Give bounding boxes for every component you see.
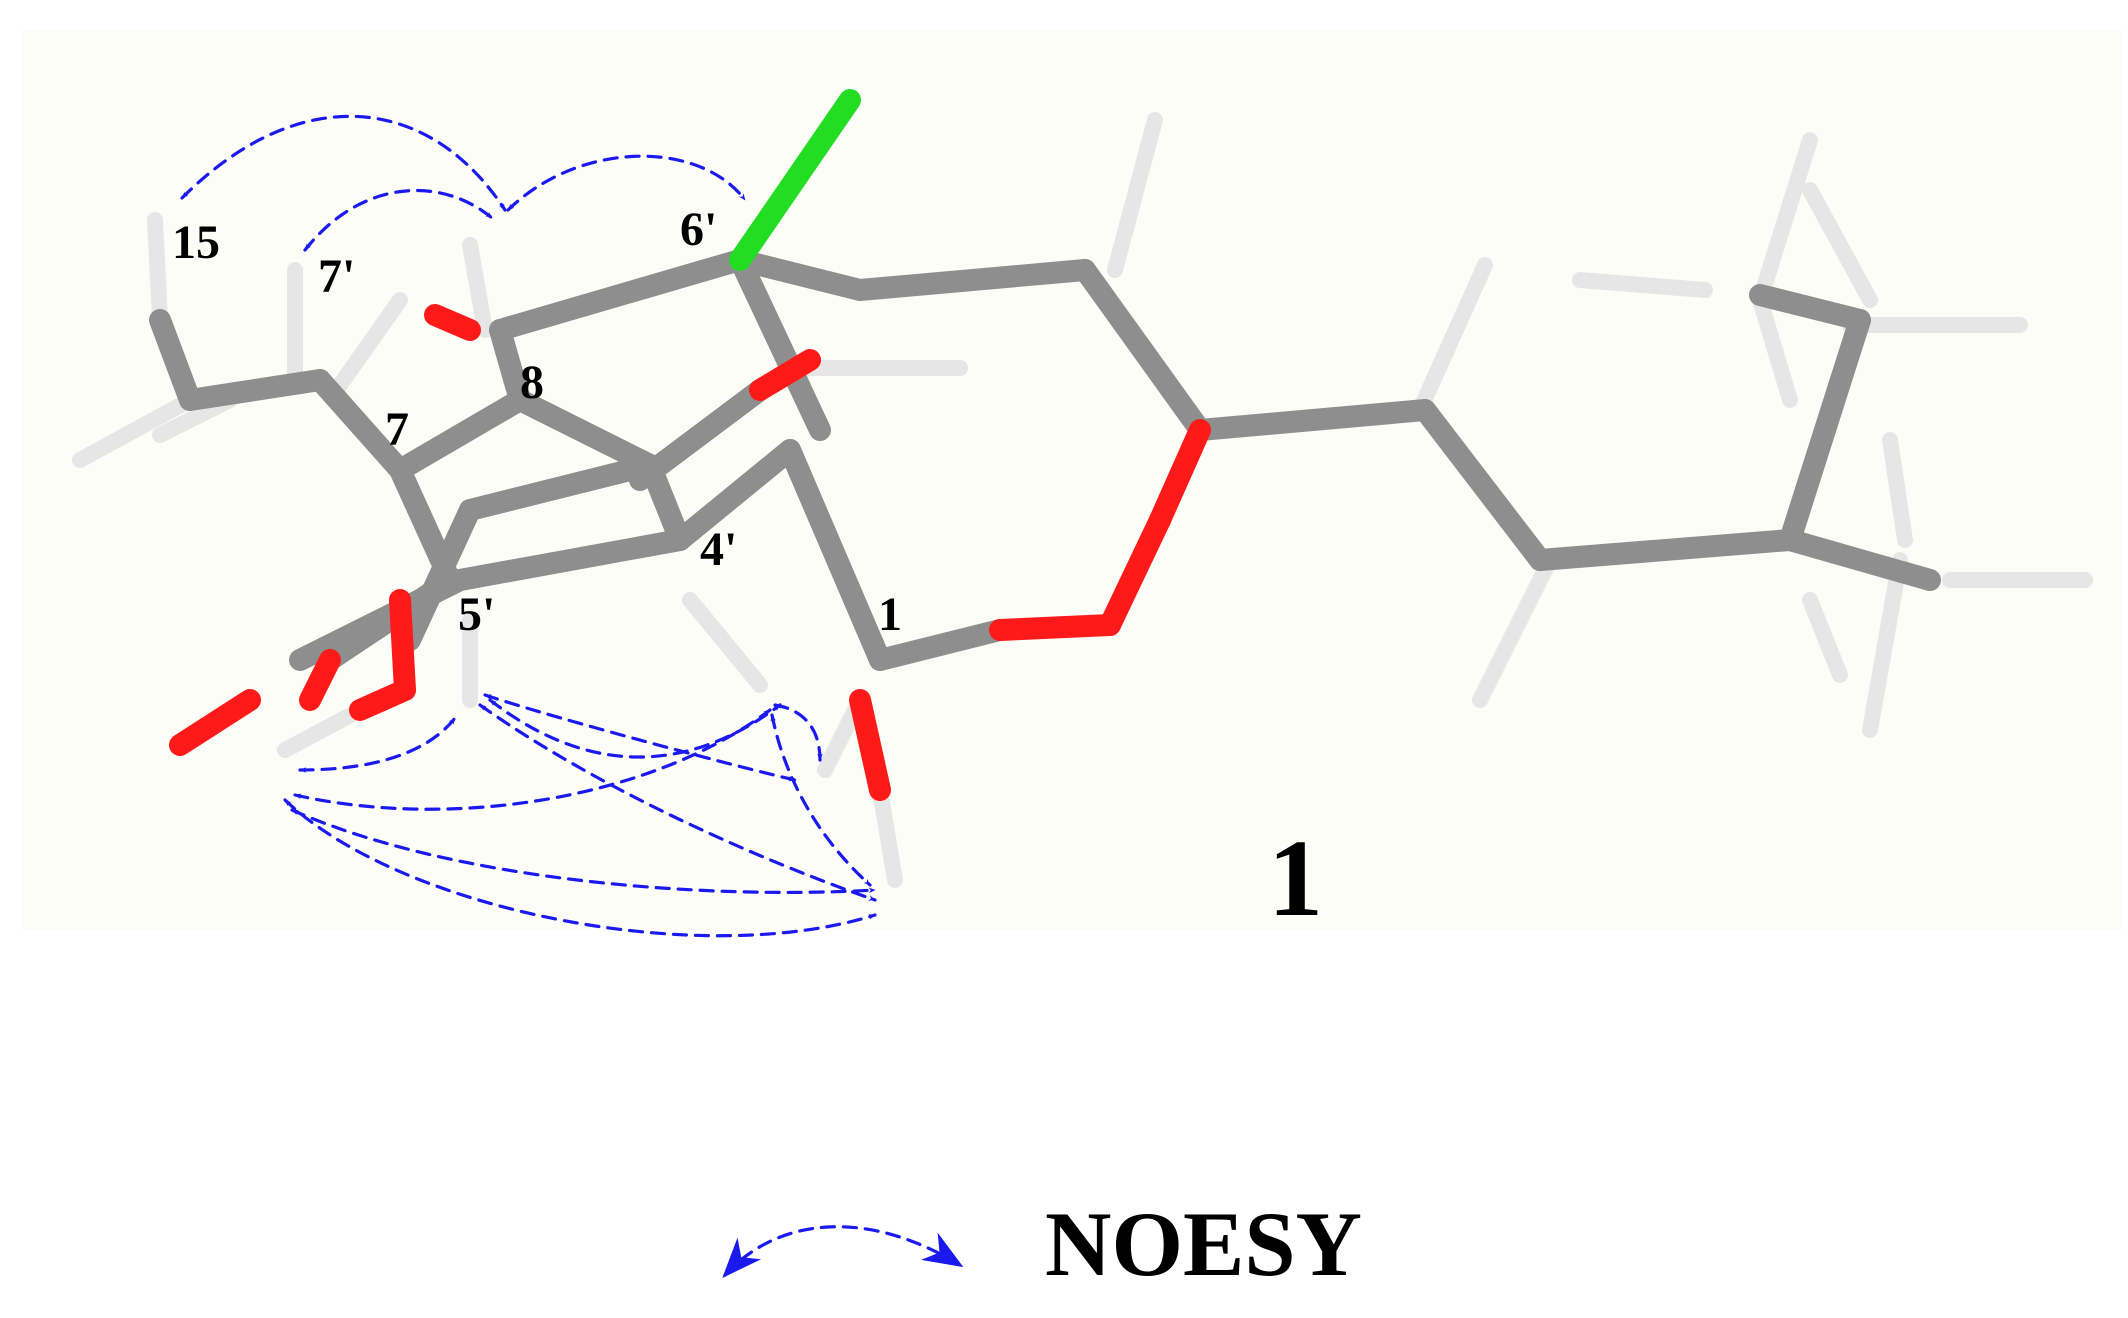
noe-arrow-15-to-8h	[180, 114, 507, 212]
chlorine-bond	[729, 89, 861, 271]
atom-label-7: 7	[385, 403, 409, 456]
atom-label-4-prime: 4'	[700, 523, 737, 576]
atom-label-1: 1	[878, 588, 902, 641]
carbon-bonds	[149, 249, 1941, 671]
legend-label: NOESY	[1045, 1193, 1362, 1295]
atom-labels: 15 7' 6' 7 8 4' 5' 1	[172, 203, 902, 641]
atom-label-6-prime: 6'	[680, 203, 717, 256]
legend: NOESY	[722, 1193, 1362, 1295]
compound-number: 1	[1268, 817, 1323, 939]
atom-label-8: 8	[520, 356, 544, 409]
noe-arrow-7p-to-8h	[303, 188, 494, 252]
atom-label-5-prime: 5'	[458, 588, 495, 641]
noe-arrow-oh-to-oh1-lower	[283, 798, 877, 938]
atom-label-7-prime: 7'	[318, 250, 355, 303]
atom-label-15: 15	[172, 216, 220, 269]
noesy-legend-arrow-icon	[722, 1225, 964, 1278]
molecular-model	[72, 89, 2093, 888]
noe-arrow-5p-to-oh1	[478, 703, 877, 902]
noe-arrow-8h-to-6p	[506, 154, 747, 212]
oxygen-bonds	[169, 304, 1211, 801]
noesy-correlations	[180, 114, 877, 938]
